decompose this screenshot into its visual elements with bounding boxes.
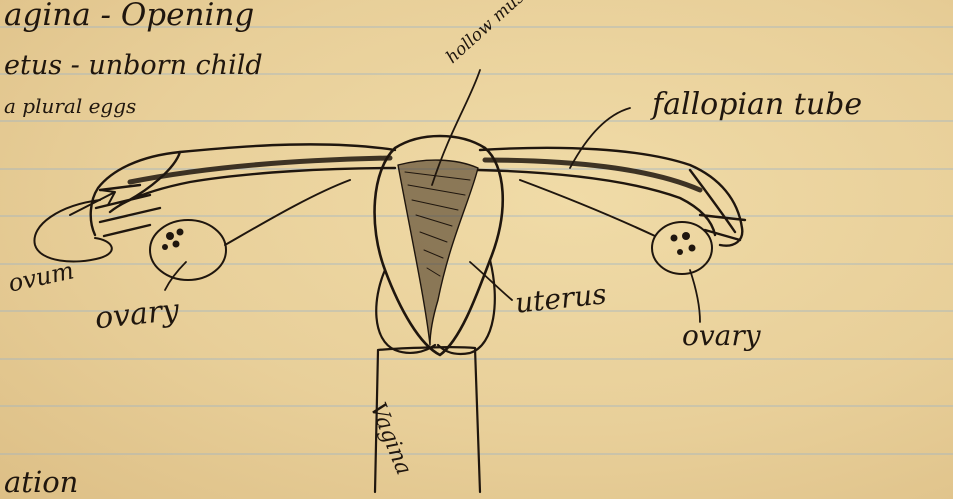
- right-ovary-follicles: [671, 232, 696, 255]
- left-ovary: [150, 220, 226, 280]
- left-ovary-ligament: [225, 180, 350, 245]
- right-tube-fill: [485, 160, 700, 190]
- note-vagina-opening: agina - Opening: [4, 0, 254, 31]
- ovum-loop: [34, 200, 111, 262]
- label-ovary-right: ovary: [682, 322, 761, 350]
- note-bottom-fragment: ation: [4, 468, 78, 497]
- note-plural-eggs: a plural eggs: [4, 96, 136, 116]
- right-ovary: [652, 222, 712, 274]
- ovum-arrow: [70, 190, 115, 215]
- label-fallopian-tube: fallopian tube: [652, 90, 862, 120]
- left-ovary-follicles: [162, 229, 184, 251]
- right-ovary-ligament: [520, 180, 655, 236]
- label-ovary-left: ovary: [94, 296, 181, 335]
- fallopian-tube-leader: [570, 108, 630, 168]
- note-fetus-unborn-child: etus - unborn child: [4, 52, 263, 79]
- right-ovary-leader: [690, 270, 700, 322]
